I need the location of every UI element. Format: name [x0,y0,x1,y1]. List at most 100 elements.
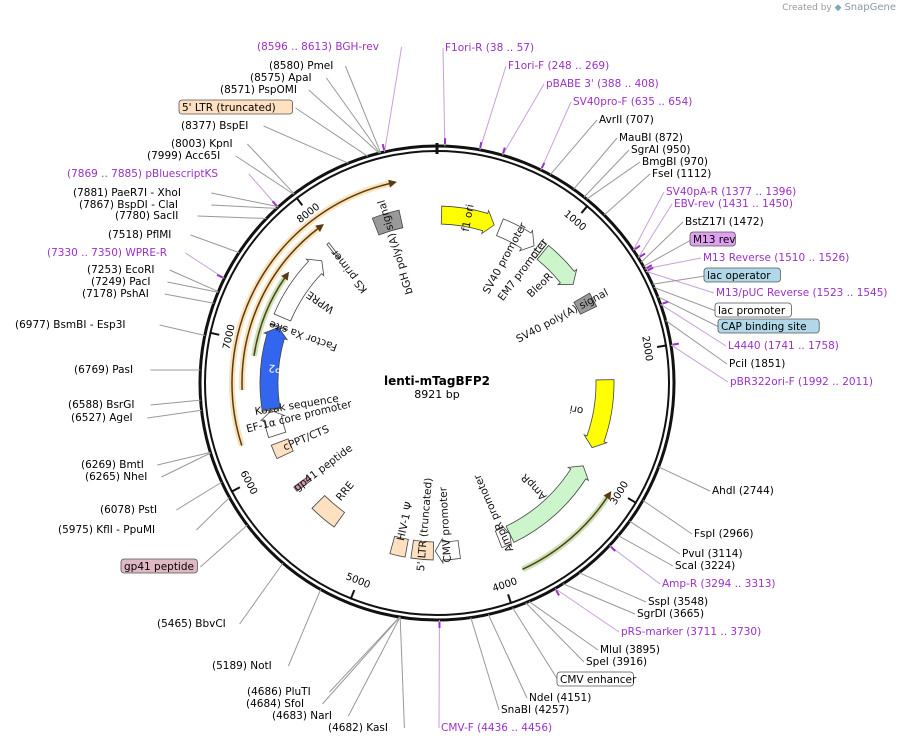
feature-label-box [714,302,792,318]
site-label-amp-r-3294-3313: Amp-R (3294 .. 3313) [662,578,776,590]
site-label-7249-paci: (7249) PacI [91,276,150,288]
primer-site-mark [381,143,386,151]
primer-site-mark [540,162,546,169]
annotation-arc [241,227,320,390]
feature-ampr-promoter [494,524,512,549]
site-label-bmgbi-970: BmgBI (970) [642,156,708,168]
site-label-fspi-2966: FspI (2966) [694,528,754,540]
leader-line [344,65,382,153]
leader-line [652,275,706,285]
leader-line [643,239,692,267]
annotation-arc [231,182,392,446]
feature-label-ks-primer: KS primer [328,247,370,296]
site-label-5-ltr-truncated: 5' LTR (truncated) [182,102,276,114]
leader-line [235,155,294,195]
site-label-pbabe-3-388-408: pBABE 3' (388 .. 408) [546,78,659,90]
tick-mark [627,497,638,505]
site-label-snabi-4257: SnaBI (4257) [501,704,569,716]
leader-line [637,203,673,259]
site-label-spei-3916: SpeI (3916) [586,656,647,668]
leader-line [470,617,500,711]
primer-site-mark [502,147,506,154]
leader-line [479,65,507,151]
leader-line [645,270,715,294]
tick-mark [656,344,668,348]
leader-line [442,47,446,147]
leader-line [562,583,636,615]
plasmid-name: lenti-mTagBFP2 [384,374,490,388]
leader-line [147,409,202,419]
tick-label: 5000 [344,571,372,591]
site-label-pbr322ori-f-1992-2011: pBR322ori-F (1992 .. 2011) [730,376,873,388]
tick-label: 1000 [561,209,588,234]
site-label-f1ori-f-248-269: F1ori-F (248 .. 269) [508,60,609,72]
site-label-4683-nari: (4683) NarI [272,710,332,722]
primer-site-mark [647,266,654,272]
site-label-m13-rev: M13 rev [693,234,736,246]
leader-line [384,46,403,152]
leader-line [603,173,651,216]
credit-prefix: Created by [782,3,832,13]
leader-line [578,572,647,603]
primer-site-mark [646,264,653,269]
leader-line [196,497,230,531]
site-label-fsei-1112: FseI (1112) [652,168,711,180]
annotation-arc [253,276,287,356]
site-label-8596-8613-bgh-rev: (8596 .. 8613) BGH-rev [257,41,379,53]
site-label-sgrai-950: SgrAI (950) [631,144,691,156]
leader-line [632,191,665,251]
leader-line [642,499,693,535]
feature-cppt-cts [270,438,294,460]
tick-label: 4000 [491,576,519,595]
leader-line [308,89,380,154]
feature-label-bleor: BleoR [525,271,555,301]
leader-line [325,77,381,154]
site-label-7330-7350-wpre-r: (7330 .. 7350) WPRE-R [47,247,167,259]
site-label-7881-paer7i-xhoi: (7881) PaeR7I - XhoI [73,187,181,199]
leader-line [200,524,248,568]
leader-line [211,204,277,209]
feature-label-box [689,231,736,247]
site-label-prs-marker-3711-3730: pRS-marker (3711 .. 3730) [621,626,761,638]
leader-line [629,520,681,555]
site-label-8575-apai: (8575) ApaI [250,72,312,84]
leader-line [161,452,211,478]
site-label-lac-operator: lac operator [707,270,771,282]
site-label-6588-bsrgi: (6588) BsrGI [68,399,134,411]
tick-mark [209,331,220,336]
site-label-6265-nhei: (6265) NheI [85,471,147,483]
leader-line [609,545,661,585]
site-label-avrii-707: AvrII (707) [599,114,654,126]
leader-line [660,303,727,347]
feature-ori [583,379,615,449]
site-label-sgrdi-3665: SgrDI (3665) [637,608,704,620]
feature-label-wpre: WPRE [304,288,336,315]
annotation-arc-arrowhead [281,271,290,281]
tick-mark [580,204,589,214]
leader-line [169,269,219,293]
feature-ks-primer [326,242,341,260]
site-label-ahdi-2744: AhdI (2744) [712,485,774,497]
feature-gp41-peptide [293,475,312,492]
feature-label-cmv-promoter: CMV promoter [437,486,454,563]
leader-line [211,192,279,208]
site-label-ebv-rev-1431-1450: EBV-rev (1431 .. 1450) [674,198,793,210]
feature-bgh-poly-a-signal [371,209,404,236]
leader-line [176,481,222,511]
feature-cmv-promoter [434,537,461,565]
site-label-4682-kasi: (4682) KasI [328,722,388,734]
leader-line [670,344,729,383]
leader-line [164,293,214,304]
site-label-f1ori-r-38-57: F1ori-R (38 .. 57) [445,42,534,54]
leader-line [549,119,598,176]
annotation-arc-arrowhead [315,223,324,233]
leader-line [665,320,728,365]
feature-hiv-1 [389,535,409,558]
feature-label-ori: ori [569,402,585,416]
leader-line [329,616,400,693]
site-label-cap-binding-site: CAP binding site [721,321,807,333]
primer-site-mark [639,252,646,258]
feature-label-mtagbfp2: mTagBFP2 [268,362,323,379]
tick-mark [295,196,304,206]
